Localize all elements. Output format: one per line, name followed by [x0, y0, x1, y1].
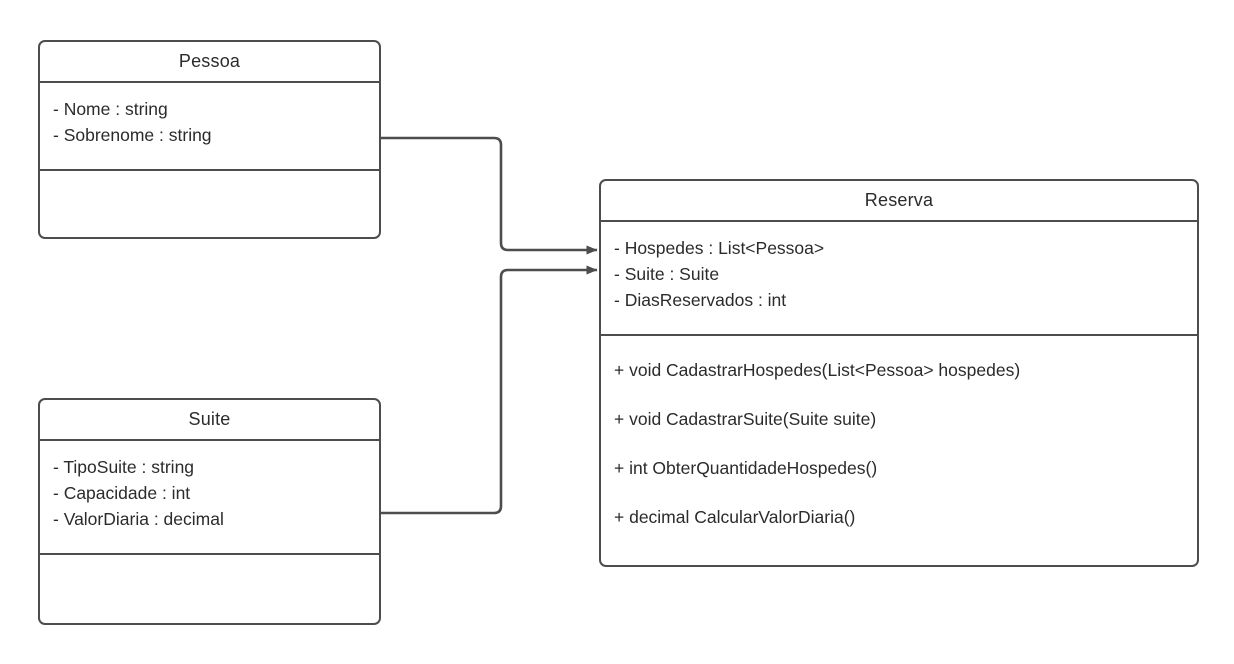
- attribute-row: - Capacidade : int: [53, 483, 191, 503]
- attribute-row: - Nome : string: [53, 99, 168, 119]
- operation-row: + void CadastrarHospedes(List<Pessoa> ho…: [614, 360, 1021, 380]
- attributes-compartment-pessoa: - Nome : string - Sobrenome : string: [40, 83, 379, 171]
- attribute-row: - TipoSuite : string: [53, 457, 195, 477]
- operations-compartment-pessoa: [40, 171, 379, 237]
- operations-compartment-reserva: + void CadastrarHospedes(List<Pessoa> ho…: [601, 336, 1197, 565]
- association-suite-to-reserva[interactable]: [381, 265, 598, 515]
- class-name-suite: Suite: [40, 400, 379, 441]
- class-name-pessoa: Pessoa: [40, 42, 379, 83]
- attribute-row: - Hospedes : List<Pessoa>: [614, 238, 825, 258]
- attribute-row: - ValorDiaria : decimal: [53, 509, 224, 529]
- operation-row: + void CadastrarSuite(Suite suite): [614, 409, 877, 429]
- attribute-row: - Sobrenome : string: [53, 125, 212, 145]
- class-name-reserva: Reserva: [601, 181, 1197, 222]
- uml-class-reserva[interactable]: Reserva - Hospedes : List<Pessoa> - Suit…: [599, 179, 1199, 567]
- attributes-compartment-reserva: - Hospedes : List<Pessoa> - Suite : Suit…: [601, 222, 1197, 336]
- operation-row: + decimal CalcularValorDiaria(): [614, 507, 856, 527]
- attribute-row: - Suite : Suite: [614, 264, 720, 284]
- uml-class-suite[interactable]: Suite - TipoSuite : string - Capacidade …: [38, 398, 381, 625]
- uml-class-pessoa[interactable]: Pessoa - Nome : string - Sobrenome : str…: [38, 40, 381, 239]
- operations-compartment-suite: [40, 555, 379, 623]
- attribute-row: - DiasReservados : int: [614, 290, 787, 310]
- operation-row: + int ObterQuantidadeHospedes(): [614, 458, 878, 478]
- association-pessoa-to-reserva[interactable]: [381, 136, 598, 255]
- attributes-compartment-suite: - TipoSuite : string - Capacidade : int …: [40, 441, 379, 555]
